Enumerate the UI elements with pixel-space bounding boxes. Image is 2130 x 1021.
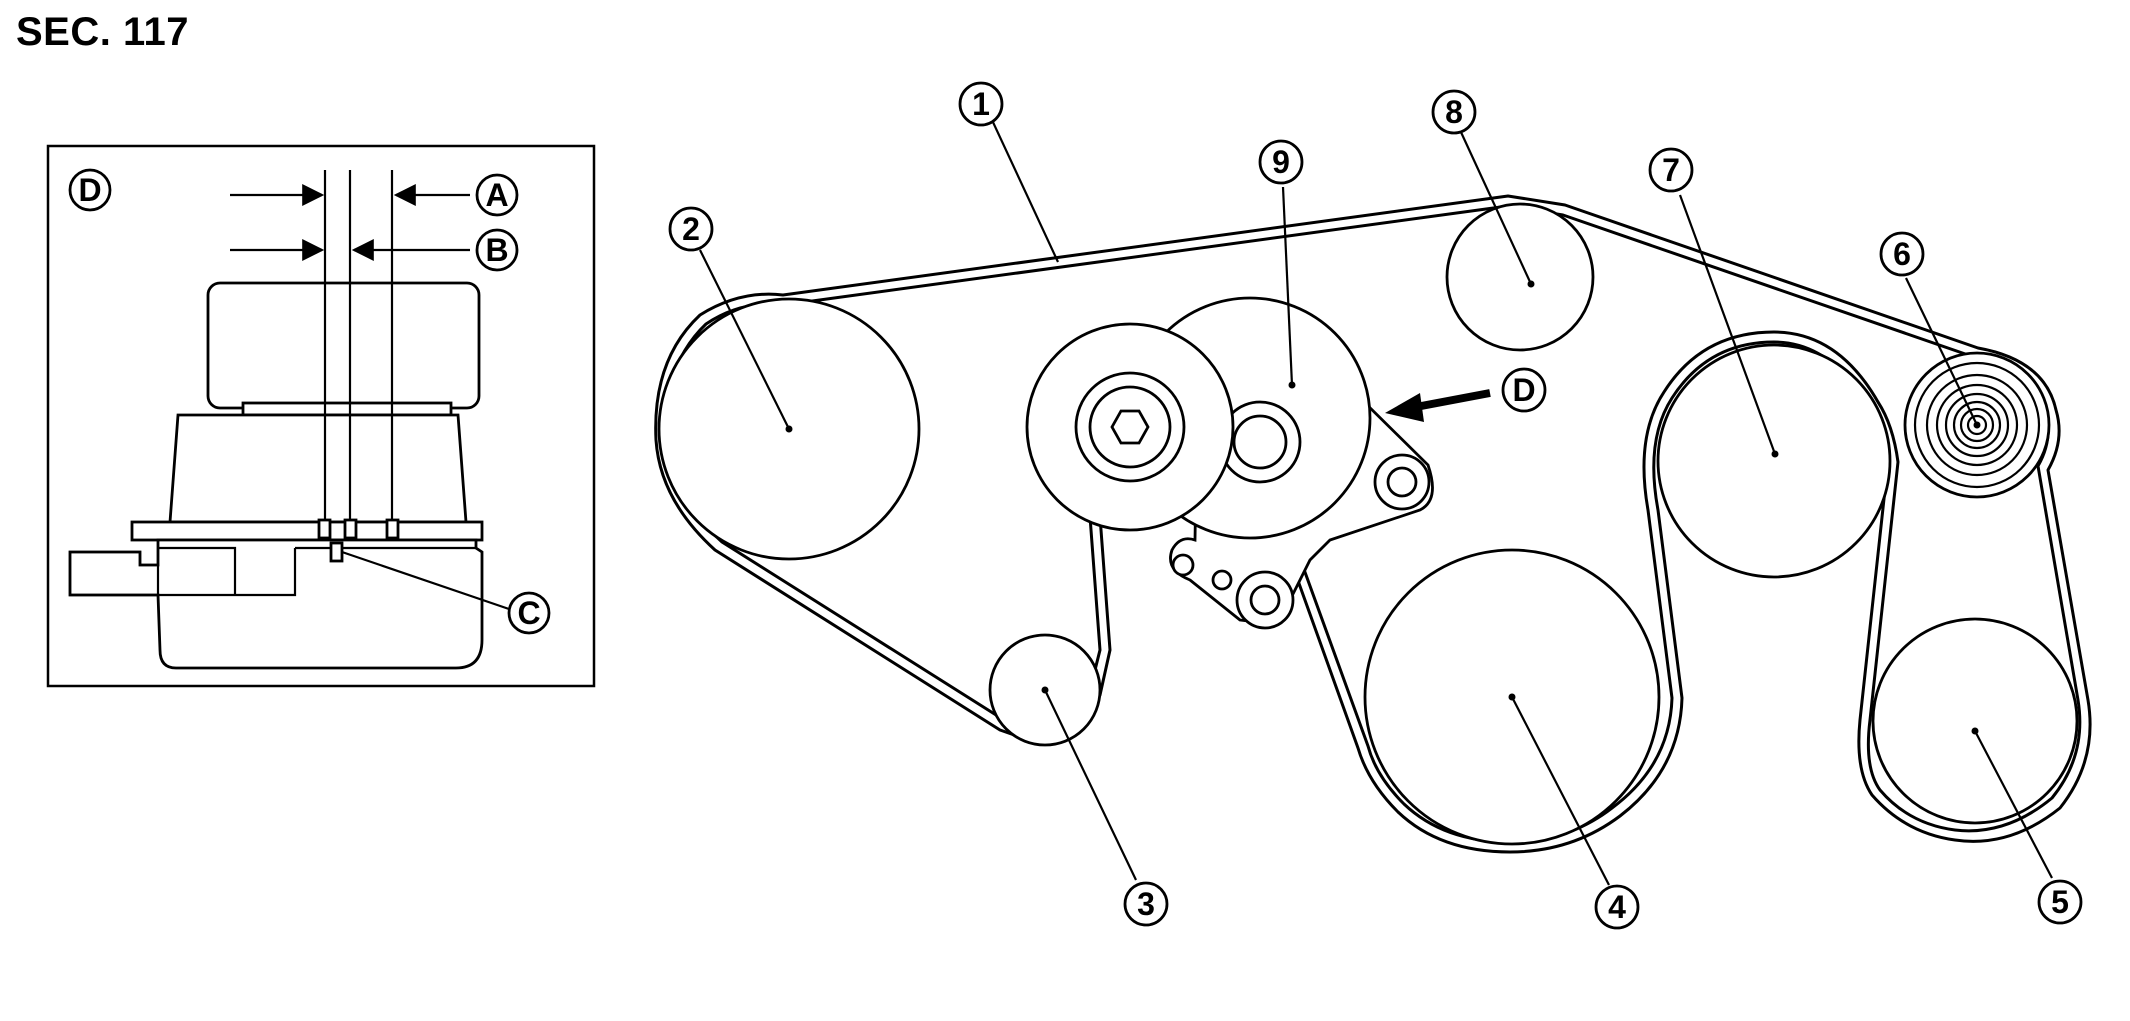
callout-1: 1 [958,81,1004,127]
svg-text:1: 1 [972,86,990,122]
svg-text:4: 4 [1608,889,1626,925]
svg-text:D: D [1512,372,1535,408]
pulley-7 [1656,343,1892,579]
pulley-8 [1445,202,1595,352]
callout-3: 3 [1123,881,1169,927]
svg-text:3: 3 [1137,886,1155,922]
inset-callout-d: D [68,168,112,212]
hex-bolt-icon [1110,409,1150,445]
inset-tensioner-top-block [206,281,481,410]
inset-spacer [241,401,453,417]
svg-text:7: 7 [1662,152,1680,188]
callout-6: 6 [1879,231,1925,277]
inset-mark-range [385,518,400,540]
tensioner-pulley [1025,322,1235,532]
pulley-5 [1871,617,2079,825]
callout-view-d: D [1501,367,1547,413]
svg-text:6: 6 [1893,236,1911,272]
inset-callout-a: A [475,173,519,217]
inset-tensioner-middle-block [168,413,468,524]
svg-text:B: B [485,232,508,268]
inset-callout-c: C [507,591,551,635]
page-title: SEC. 117 [16,10,190,54]
inset-view-d: D A B C [46,144,596,688]
svg-text:8: 8 [1445,94,1463,130]
callout-7: 7 [1648,147,1694,193]
callout-5: 5 [2037,879,2083,925]
inset-mark-b [343,518,358,540]
inset-mark-c [329,541,344,563]
svg-text:5: 5 [2051,884,2069,920]
callout-4: 4 [1594,884,1640,930]
svg-text:2: 2 [682,211,700,247]
svg-text:C: C [517,595,540,631]
svg-text:A: A [485,177,508,213]
callout-8: 8 [1431,89,1477,135]
callout-9: 9 [1258,139,1304,185]
inset-plate [130,520,484,542]
inset-mark-a [317,518,332,540]
callout-2: 2 [668,206,714,252]
view-d-arrow [1385,389,1491,422]
svg-text:D: D [78,172,101,208]
svg-text:9: 9 [1272,144,1290,180]
inset-callout-b: B [475,228,519,272]
